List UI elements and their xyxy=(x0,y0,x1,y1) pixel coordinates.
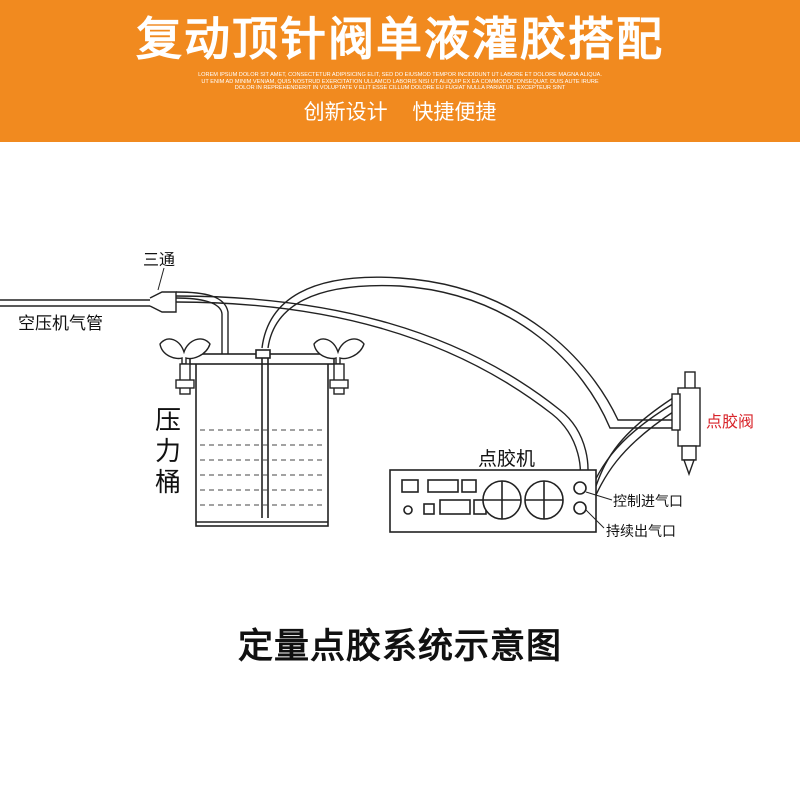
banner-title: 复动顶针阀单液灌胶搭配 xyxy=(136,12,664,66)
dispensing-system-diagram xyxy=(0,267,701,533)
label-control-air-inlet: 控制进气口 xyxy=(613,494,683,510)
header-banner: 复动顶针阀单液灌胶搭配 LOREM IPSUM DOLOR SIT AMET, … xyxy=(0,0,800,142)
glue-hose xyxy=(261,276,676,421)
label-dispenser: 点胶机 xyxy=(478,448,536,470)
control-hose-to-valve xyxy=(595,395,677,487)
diagram-caption: 定量点胶系统示意图 xyxy=(237,627,562,667)
air-pipe-to-dispenser xyxy=(175,295,589,489)
dispenser-machine-icon xyxy=(389,469,597,533)
pressure-tank-icon xyxy=(189,349,335,527)
label-pressure-tank: 压力桶 xyxy=(155,406,182,498)
right-wing-nut-icon xyxy=(313,338,365,395)
left-wing-nut-icon xyxy=(159,338,211,395)
label-air-compressor-pipe: 空压机气管 xyxy=(18,314,103,334)
label-continuous-air-outlet: 持续出气口 xyxy=(606,524,676,540)
banner-subtitle: 创新设计 快捷便捷 xyxy=(303,100,497,124)
label-dispensing-valve: 点胶阀 xyxy=(706,412,755,431)
glue-level-lines xyxy=(200,429,324,506)
tee-fitting-icon xyxy=(149,291,177,313)
dispensing-valve-icon xyxy=(671,371,701,477)
label-tee: 三通 xyxy=(143,250,176,269)
banner-placeholder-text: LOREM IPSUM DOLOR SIT AMET, CONSECTETUR … xyxy=(198,72,602,92)
